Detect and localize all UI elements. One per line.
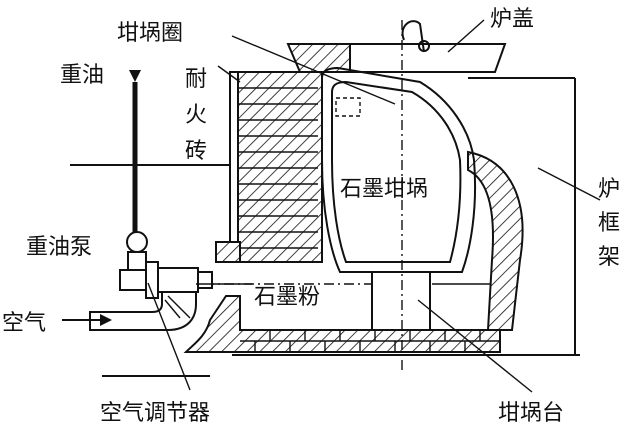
refractory-brick-wall — [215, 71, 323, 263]
hearth-bricks — [183, 295, 501, 353]
air-duct — [62, 291, 197, 331]
air-regulator — [119, 261, 213, 299]
heavy-oil-pump — [126, 231, 148, 271]
label-heavy-oil-pump: 重油泵 — [26, 235, 92, 260]
label-furnace-frame-2: 框 — [598, 211, 620, 236]
label-refractory-brick-2: 火 — [185, 103, 207, 128]
label-air-regulator: 空气调节器 — [100, 401, 210, 426]
label-refractory-brick-1: 耐 — [185, 67, 207, 92]
graphite-crucible — [321, 66, 477, 273]
furnace-frame — [232, 77, 580, 356]
label-graphite-powder: 石墨粉 — [254, 285, 320, 310]
label-graphite-crucible: 石墨坩埚 — [340, 177, 428, 202]
label-furnace-frame-1: 炉 — [598, 177, 620, 202]
label-furnace-lid: 炉盖 — [490, 7, 534, 32]
label-heavy-oil: 重油 — [60, 63, 104, 88]
heavy-oil-pipe — [129, 70, 141, 232]
label-crucible-ring: 坩埚圈 — [117, 21, 183, 46]
label-refractory-brick-3: 砖 — [185, 139, 207, 164]
crucible-stand — [371, 271, 490, 331]
label-furnace-frame-3: 架 — [598, 245, 620, 270]
furnace-lid — [286, 20, 507, 73]
refractory-right-wall — [467, 150, 524, 331]
leader-lines — [147, 19, 601, 393]
label-crucible-stand: 坩埚台 — [498, 401, 564, 426]
label-air: 空气 — [2, 311, 46, 336]
